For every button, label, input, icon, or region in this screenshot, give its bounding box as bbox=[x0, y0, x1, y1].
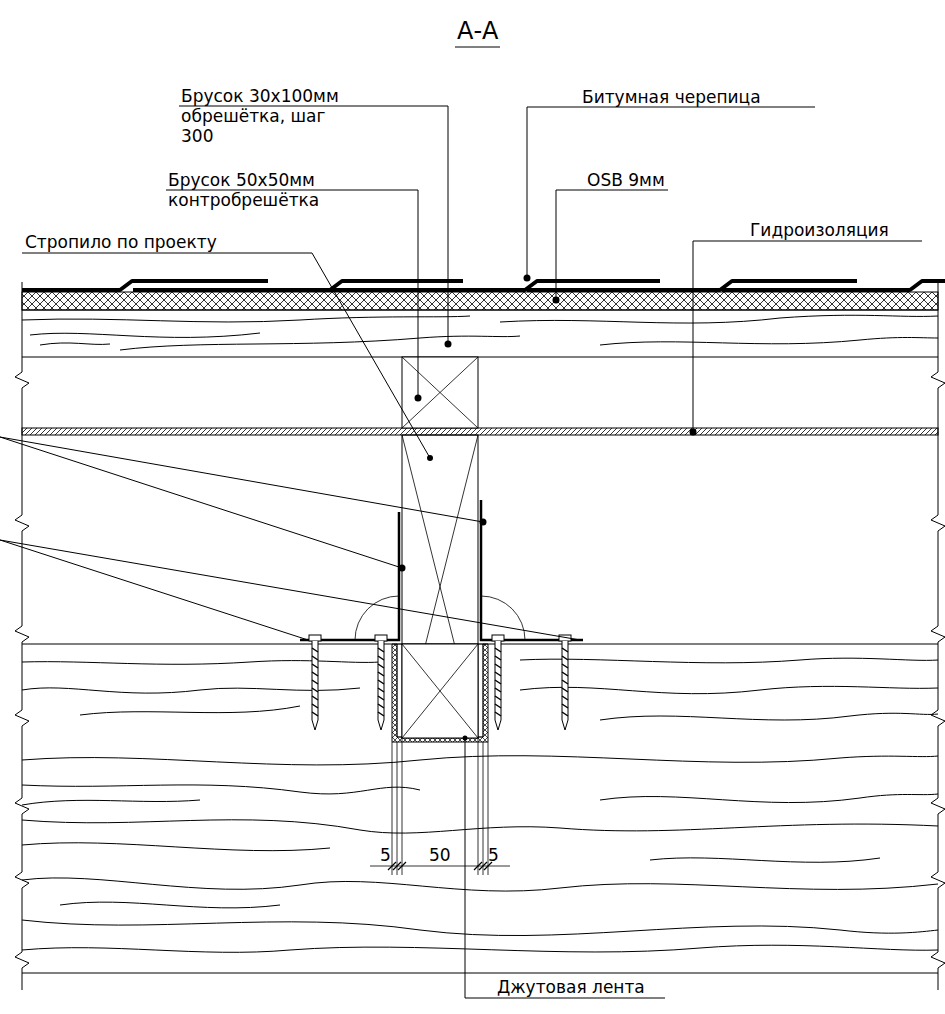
wood-grain bbox=[600, 713, 938, 720]
dimension-lines bbox=[392, 738, 488, 875]
wood-grain bbox=[60, 902, 280, 908]
wood-grain bbox=[520, 686, 938, 693]
break-lines bbox=[15, 282, 29, 990]
roof-layers bbox=[22, 292, 938, 310]
leader-dots bbox=[690, 429, 697, 436]
wood-grain bbox=[120, 336, 520, 350]
leader-dots bbox=[463, 736, 468, 741]
dimension-value: 5 bbox=[380, 845, 391, 865]
wood-grain bbox=[22, 688, 360, 693]
wood-grain bbox=[22, 945, 938, 952]
part-label: Джутовая лента bbox=[497, 977, 645, 997]
part-label: Битумная черепица bbox=[582, 87, 761, 107]
screws bbox=[562, 641, 568, 730]
rafter-and-battens bbox=[402, 644, 478, 738]
rafter-and-battens bbox=[392, 644, 488, 742]
part-label: Брусок 50x50мм контробрешётка bbox=[168, 170, 346, 210]
wood-grain bbox=[600, 794, 938, 803]
leader-lines bbox=[0, 540, 580, 640]
part-label: Стропило по проекту bbox=[25, 232, 217, 252]
steel-brackets bbox=[481, 596, 525, 640]
leader-dots bbox=[399, 565, 406, 572]
roof-layers bbox=[22, 281, 945, 290]
screws bbox=[309, 635, 321, 641]
part-label: Брусок 30x100мм обрешётка, шаг 300 bbox=[181, 86, 359, 146]
wood-grain bbox=[600, 338, 938, 346]
rafter-and-battens bbox=[402, 435, 478, 738]
leader-dots bbox=[427, 455, 433, 461]
rafter-and-battens bbox=[402, 357, 478, 428]
wood-grain bbox=[22, 843, 330, 851]
roof-layers bbox=[722, 281, 945, 290]
screws bbox=[495, 648, 501, 716]
leader-dots bbox=[524, 275, 531, 282]
rafter-and-battens bbox=[397, 644, 483, 737]
roof-layers bbox=[22, 281, 945, 973]
screws bbox=[559, 635, 571, 730]
leader-dots bbox=[480, 519, 487, 526]
screws bbox=[378, 648, 384, 716]
leader-lines bbox=[527, 107, 815, 278]
screws bbox=[309, 635, 571, 730]
leader-lines bbox=[693, 241, 922, 432]
screws bbox=[378, 641, 384, 730]
wood-grain bbox=[22, 315, 938, 952]
wood-grain bbox=[30, 333, 260, 337]
part-label: OSB 9мм bbox=[587, 170, 665, 190]
screws bbox=[492, 635, 504, 641]
wood-grain bbox=[22, 878, 938, 891]
leader-lines bbox=[22, 253, 430, 458]
leader-dots bbox=[415, 395, 422, 402]
leader-lines bbox=[556, 190, 668, 300]
wood-grain bbox=[22, 820, 938, 833]
leader-dots bbox=[399, 275, 697, 741]
leader-dots bbox=[445, 341, 452, 348]
screws bbox=[492, 635, 504, 730]
leader-lines bbox=[465, 738, 665, 998]
wood-grain bbox=[22, 800, 200, 805]
rafter-and-battens bbox=[402, 435, 478, 738]
screws bbox=[562, 648, 568, 716]
roof-layers bbox=[22, 428, 938, 435]
roof-layers bbox=[22, 972, 938, 973]
wood-grain bbox=[80, 706, 300, 715]
leader-dots bbox=[553, 297, 560, 304]
steel-brackets bbox=[300, 500, 583, 640]
leader-lines bbox=[166, 190, 418, 398]
dimension-lines bbox=[370, 738, 510, 875]
break-lines bbox=[15, 282, 945, 990]
screws bbox=[495, 641, 501, 730]
dimension-value: 5 bbox=[488, 845, 499, 865]
wood-grain bbox=[22, 661, 380, 665]
break-lines bbox=[931, 282, 945, 990]
rafter-and-battens bbox=[402, 357, 478, 428]
screws bbox=[375, 635, 387, 641]
leader-lines bbox=[179, 106, 448, 344]
wood-grain bbox=[650, 858, 880, 862]
wood-grain bbox=[22, 785, 420, 794]
steel-brackets bbox=[300, 512, 399, 640]
screws bbox=[375, 635, 387, 730]
rafter-and-battens bbox=[392, 357, 488, 742]
rafter-and-battens bbox=[402, 435, 478, 644]
rafter-and-battens bbox=[402, 644, 478, 738]
wood-grain bbox=[22, 756, 938, 765]
leader-lines bbox=[0, 47, 922, 998]
screws bbox=[309, 635, 321, 730]
part-label: Гидроизоляция bbox=[750, 220, 889, 240]
screws bbox=[312, 641, 318, 730]
leader-lines bbox=[0, 437, 483, 568]
leader-lines bbox=[455, 47, 500, 48]
wood-grain bbox=[520, 658, 938, 663]
wood-grain bbox=[500, 315, 938, 323]
dimension-value: 50 bbox=[429, 845, 451, 865]
wood-grain bbox=[22, 316, 470, 322]
wood-grain bbox=[22, 920, 938, 936]
screws bbox=[312, 648, 318, 716]
wood-grain bbox=[40, 343, 110, 345]
section-title: А-А bbox=[457, 17, 499, 45]
steel-brackets bbox=[481, 500, 583, 640]
roof-layers bbox=[22, 356, 938, 357]
